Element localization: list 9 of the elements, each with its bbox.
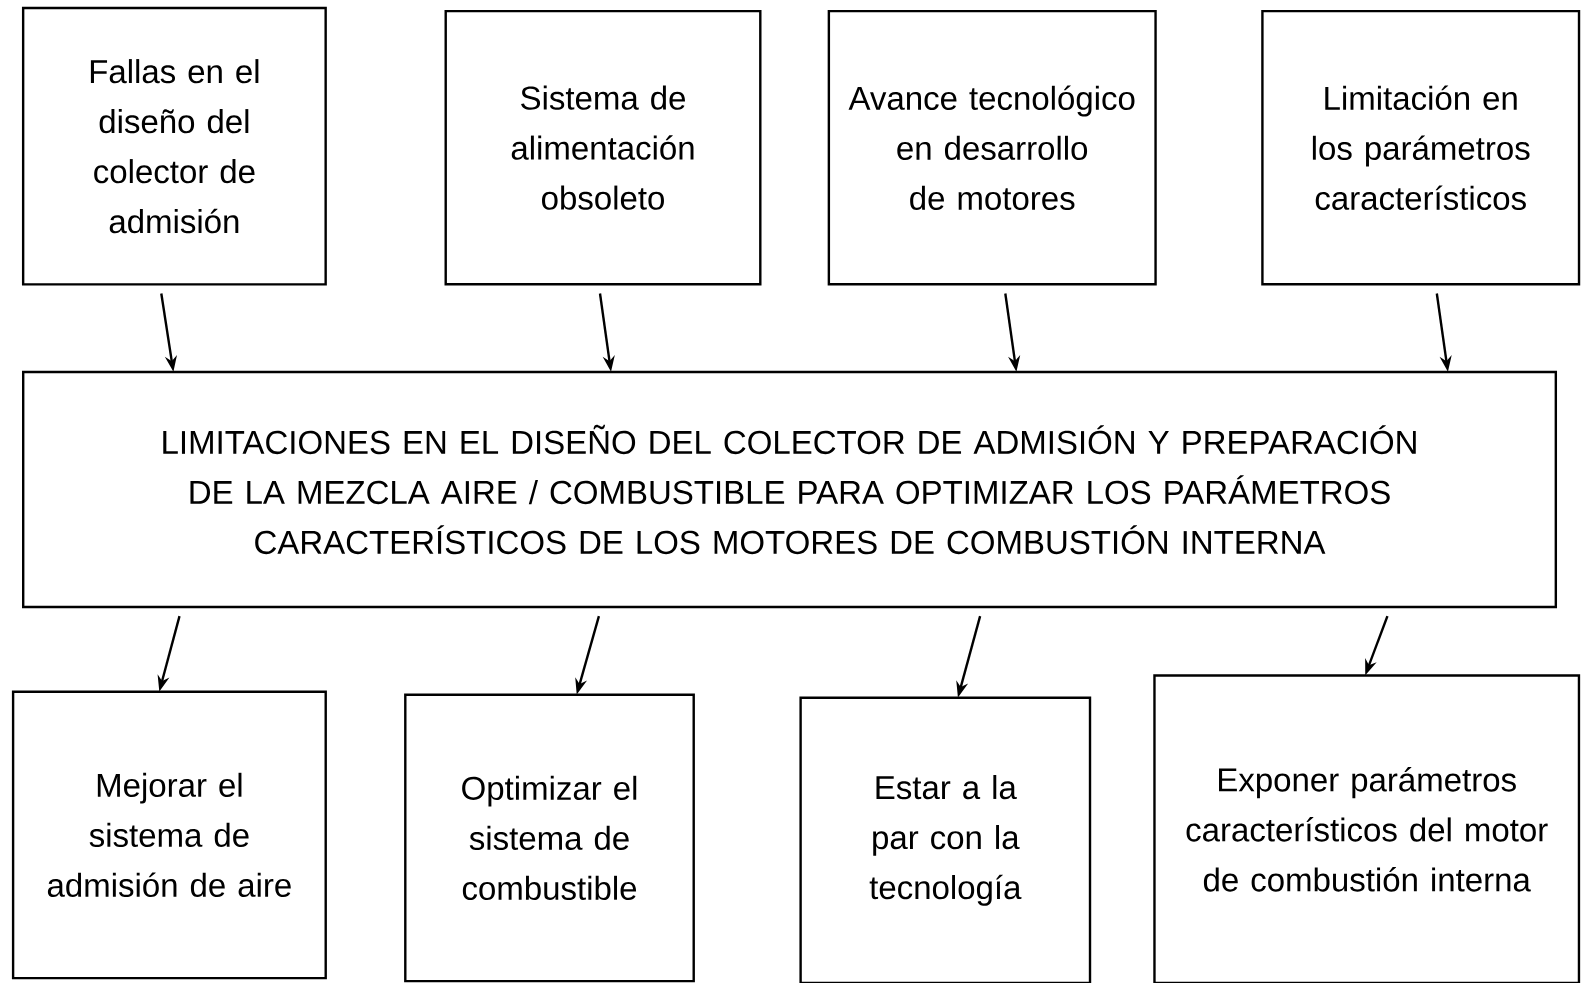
text-box: Optimizar el sistema de combustible — [404, 693, 695, 983]
text-box: Mejorar el sistema de admisión de aire — [11, 690, 327, 980]
text-box: Limitación en los parámetros característicos — [1261, 9, 1581, 286]
text-box: Sistema de alimentación obsoleto — [444, 9, 762, 286]
text-box: Fallas en el diseño del colector de admisión — [21, 6, 327, 286]
text-box: Avance tecnológico en desarrollo de motores — [827, 9, 1157, 286]
text-box: Estar a la par con la tecnología — [799, 696, 1092, 983]
text-box: Exponer parámetros característicos del motor de combustión interna — [1153, 674, 1581, 983]
problem-box: LIMITACIONES EN EL DISEÑO DEL COLECTOR DE ADMISIÓN Y PREPARACIÓN DE LA MEZCLA AIRE / COMBUSTIBLE PARA OPTIMIZAR LOS PARÁMETROS CARACTERÍSTICOS DE LOS MOTORES DE COMBUSTIÓN INTERNA — [22, 370, 1557, 609]
